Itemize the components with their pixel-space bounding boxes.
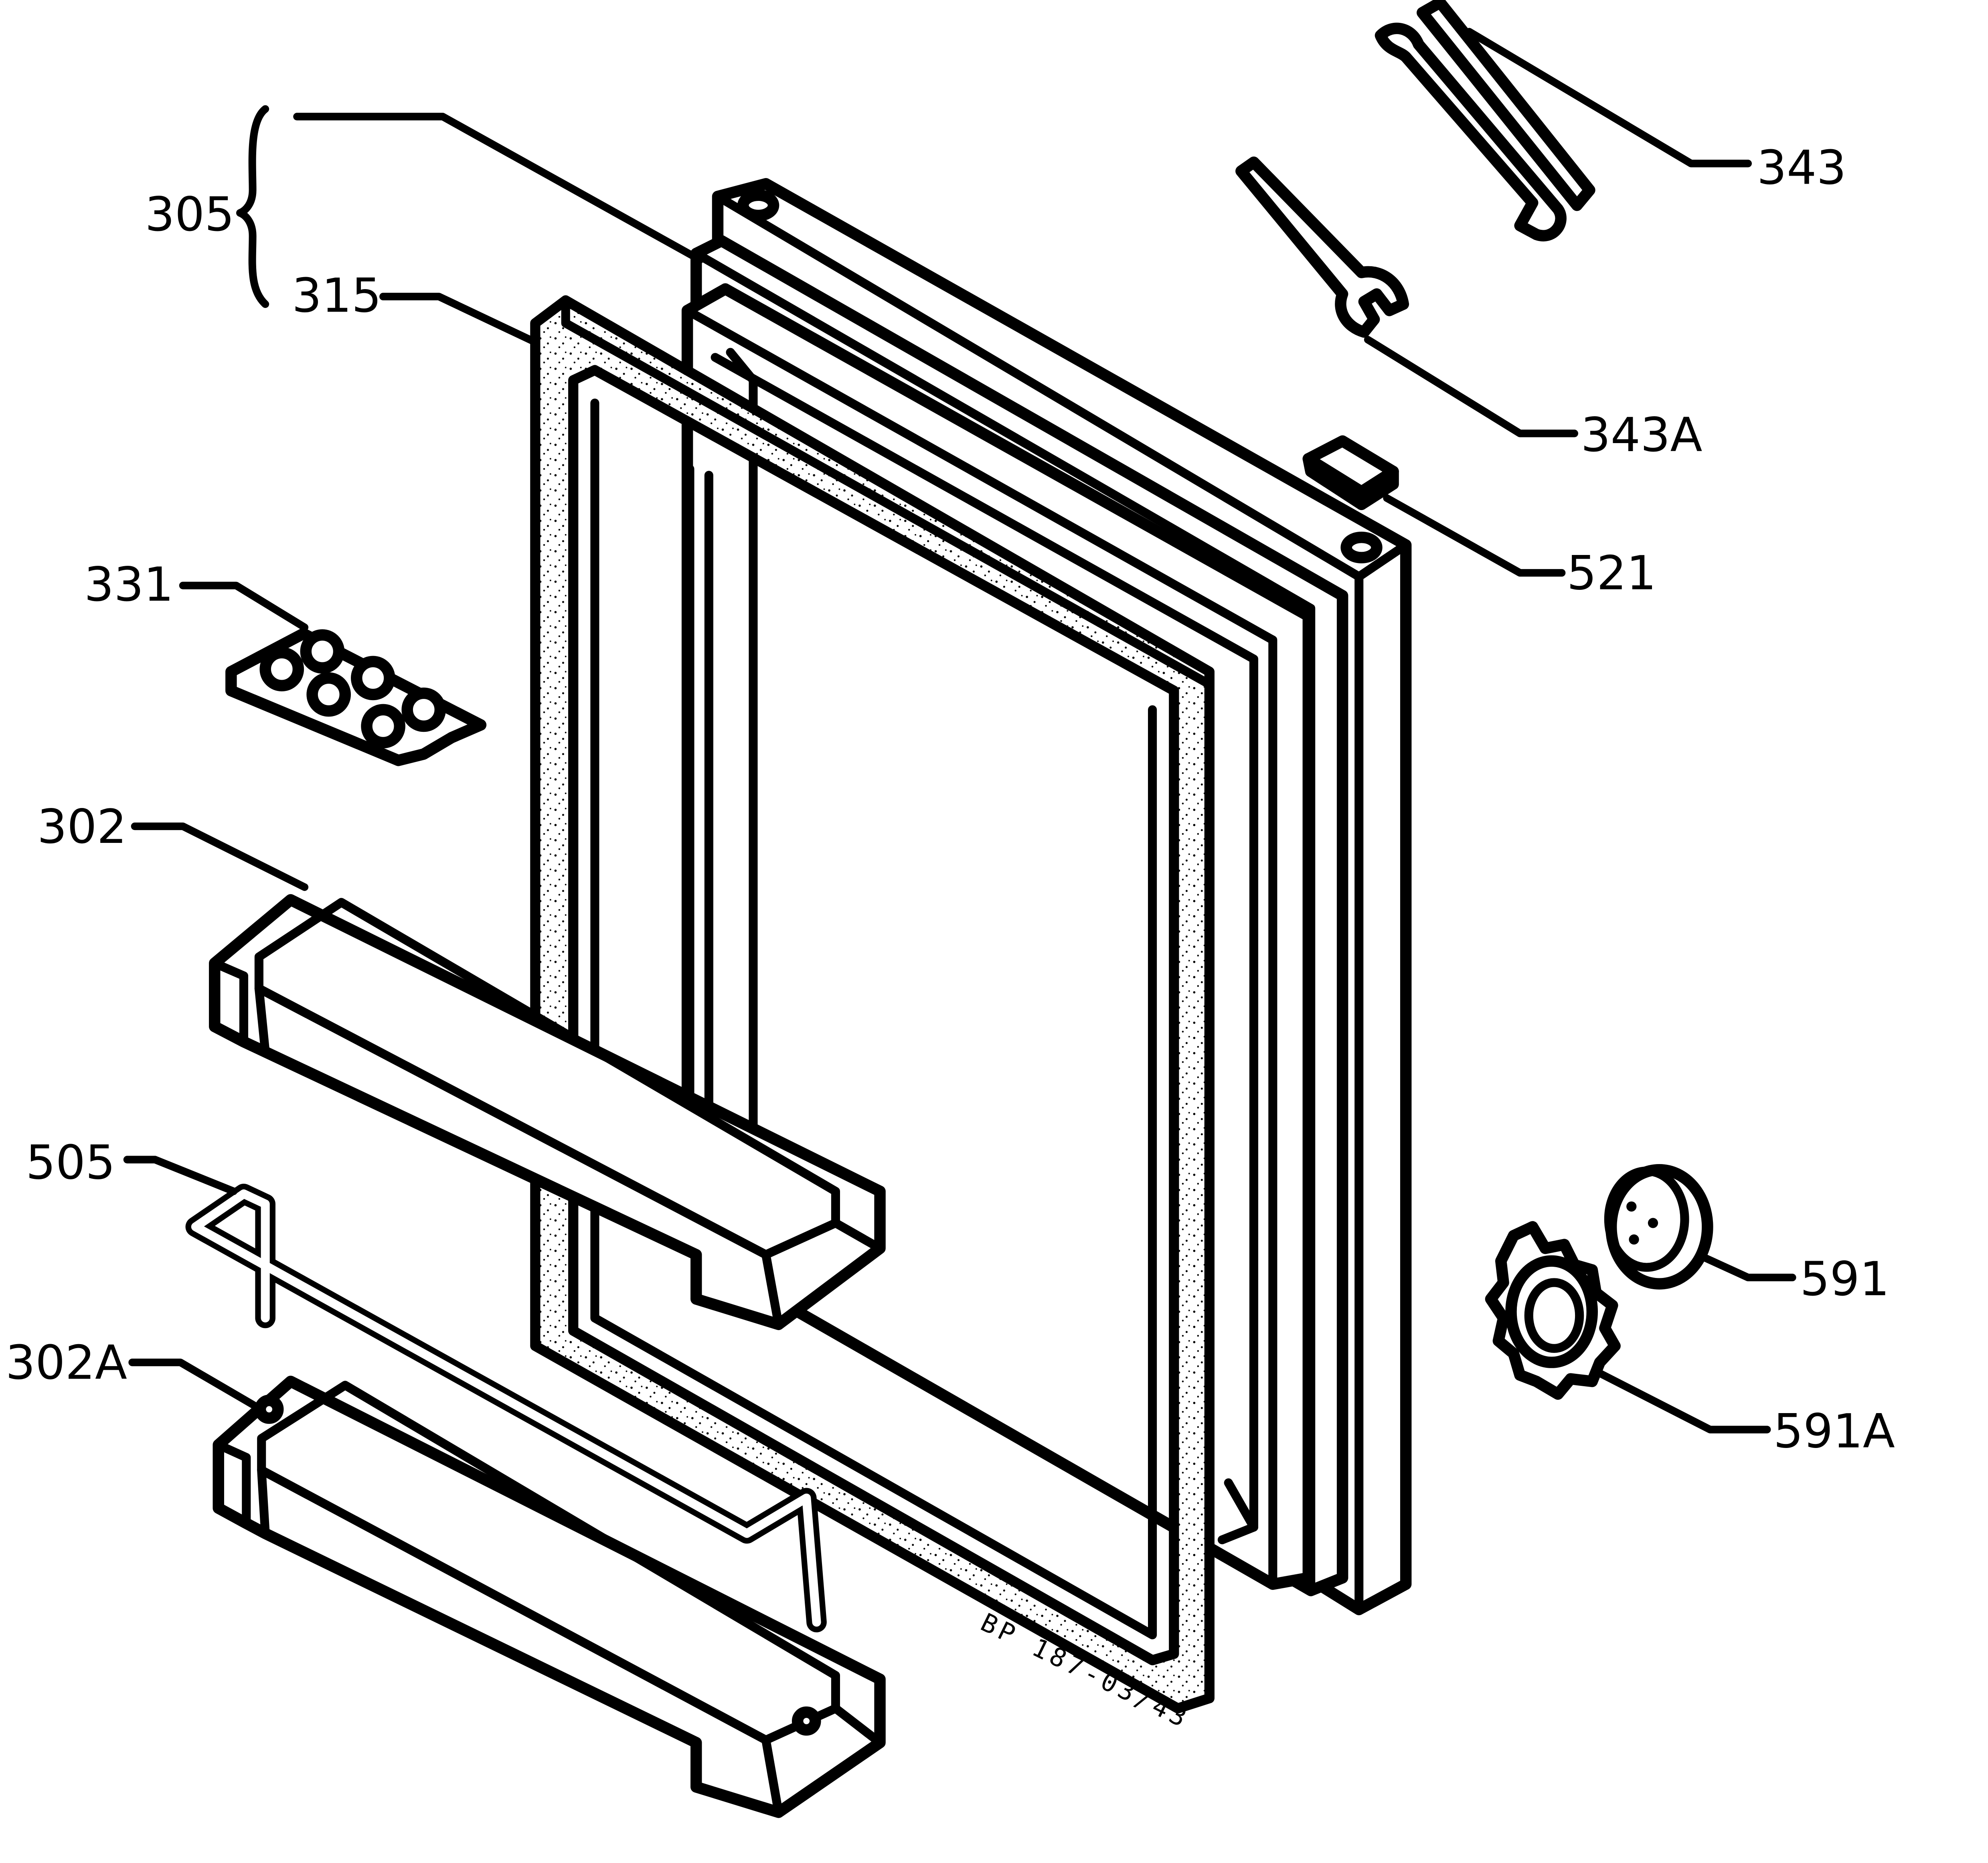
leader-lines	[123, 28, 1796, 1434]
door-gasket	[530, 295, 1215, 1714]
hinge-hole-right	[1340, 531, 1383, 563]
door-shelf-302	[209, 894, 886, 1330]
label-331: 331	[84, 557, 174, 612]
bottle-rail-505	[185, 1183, 827, 1632]
label-302: 302	[37, 799, 127, 854]
shelf-pin-right	[792, 1706, 821, 1736]
label-591a: 591A	[1773, 1403, 1895, 1458]
egg-tray-331	[225, 628, 487, 766]
label-343: 343	[1757, 140, 1846, 195]
label-343a: 343A	[1581, 407, 1702, 462]
gear-591a	[1485, 1221, 1621, 1400]
knob-591	[1604, 1164, 1713, 1290]
hinge-hole-top	[737, 189, 779, 221]
label-302a: 302A	[6, 1335, 127, 1390]
door-shelf-302a	[213, 1375, 886, 1818]
door-stop-521	[1302, 435, 1399, 510]
wrench-343a	[1235, 156, 1409, 338]
label-591: 591	[1800, 1251, 1889, 1306]
label-315: 315	[292, 268, 381, 323]
label-521: 521	[1567, 546, 1656, 601]
shelf-pin-left	[254, 1395, 284, 1424]
label-505: 505	[26, 1135, 115, 1190]
label-305: 305	[145, 187, 234, 242]
wrench-343	[1375, 0, 1595, 241]
